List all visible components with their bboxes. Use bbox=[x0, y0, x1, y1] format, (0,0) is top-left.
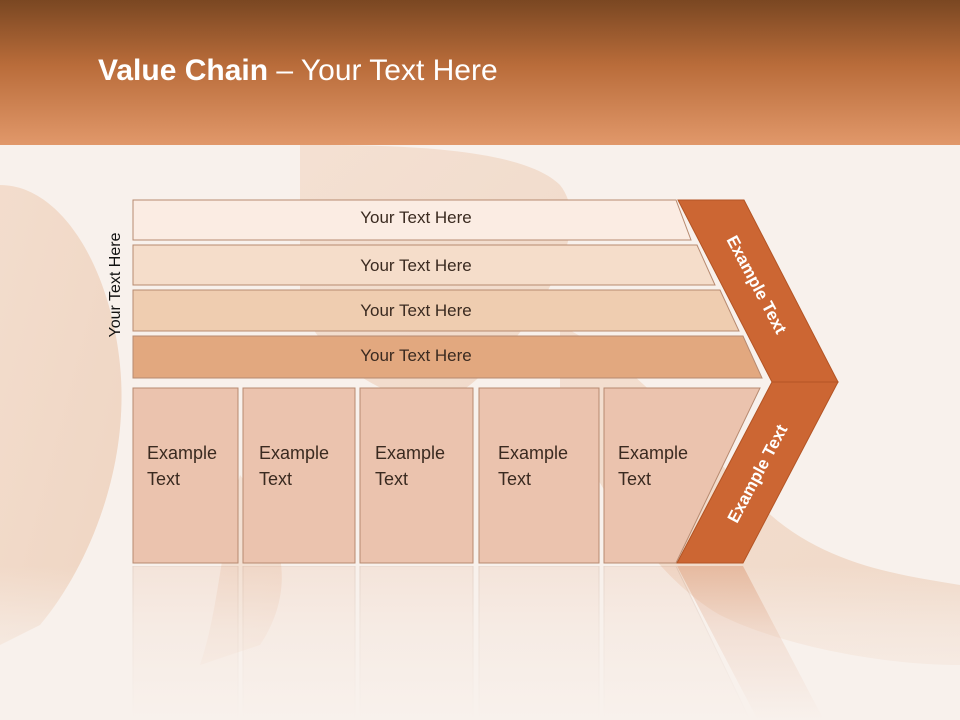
title-banner bbox=[0, 0, 960, 145]
cell-3-text: Example Text bbox=[375, 440, 445, 492]
bar-2-label: Your Text Here bbox=[360, 256, 472, 275]
cell-5-line2: Text bbox=[618, 469, 652, 489]
cell-4-line1: Example bbox=[498, 443, 569, 463]
cell-2-line2: Text bbox=[259, 469, 293, 489]
cell-1-text: Example Text bbox=[147, 440, 217, 492]
bar-1-label: Your Text Here bbox=[360, 208, 472, 227]
cell-1-line2: Text bbox=[147, 469, 181, 489]
cell-4-line2: Text bbox=[498, 469, 532, 489]
chevron-arrow-lower bbox=[676, 381, 839, 564]
bar-3 bbox=[132, 289, 740, 332]
cell-3-line1: Example bbox=[375, 443, 446, 463]
cell-5-line1: Example bbox=[618, 443, 689, 463]
cell-3-line2: Text bbox=[375, 469, 409, 489]
diagram-reflection bbox=[0, 566, 960, 720]
side-label: Your Text Here bbox=[107, 232, 124, 338]
bar-2 bbox=[132, 244, 716, 286]
cell-4-text: Example Text bbox=[498, 440, 568, 492]
cell-2 bbox=[242, 387, 356, 564]
cell-5-text: Example Text bbox=[618, 440, 688, 492]
cell-1-line1: Example bbox=[147, 443, 218, 463]
slide-title: Value Chain – Your Text Here bbox=[98, 54, 498, 88]
cell-1 bbox=[132, 387, 239, 564]
cell-2-text: Example Text bbox=[259, 440, 329, 492]
cell-2-line1: Example bbox=[259, 443, 330, 463]
cell-3 bbox=[359, 387, 474, 564]
bar-1 bbox=[132, 199, 692, 241]
cell-4 bbox=[478, 387, 600, 564]
cell-5 bbox=[603, 387, 761, 564]
bar-3-label: Your Text Here bbox=[360, 301, 472, 320]
title-bold: Value Chain bbox=[98, 54, 269, 87]
bar-4-label: Your Text Here bbox=[360, 346, 472, 365]
bar-4 bbox=[132, 335, 763, 379]
title-rest: – Your Text Here bbox=[268, 54, 498, 87]
